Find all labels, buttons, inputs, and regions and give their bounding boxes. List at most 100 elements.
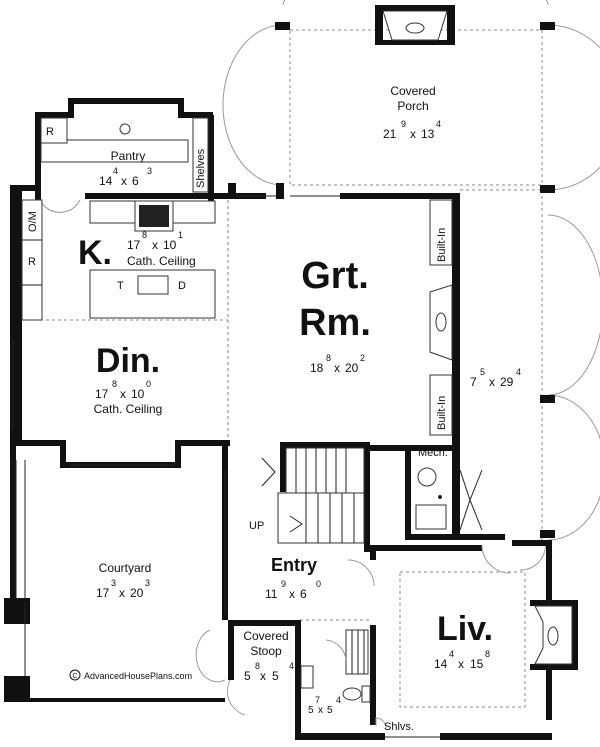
covered-porch-label: Covered Porch 21 9 x 13 4 bbox=[383, 84, 441, 141]
svg-text:5: 5 bbox=[327, 705, 333, 716]
svg-text:x: x bbox=[318, 705, 323, 716]
svg-text:17: 17 bbox=[96, 586, 110, 600]
courtyard-label: Courtyard 17 3 x 20 3 bbox=[96, 561, 151, 600]
svg-text:Covered: Covered bbox=[243, 629, 288, 643]
svg-text:29: 29 bbox=[500, 375, 514, 389]
svg-text:0: 0 bbox=[146, 379, 151, 389]
svg-text:8: 8 bbox=[485, 649, 490, 659]
svg-text:x: x bbox=[334, 361, 340, 375]
svg-text:8: 8 bbox=[255, 661, 260, 671]
svg-text:8: 8 bbox=[142, 230, 147, 240]
svg-text:17: 17 bbox=[127, 238, 141, 252]
oven-micro-label: O/M bbox=[27, 211, 39, 232]
svg-text:x: x bbox=[120, 387, 126, 401]
svg-text:4: 4 bbox=[289, 661, 294, 671]
svg-text:Din.: Din. bbox=[96, 342, 160, 380]
svg-text:x: x bbox=[119, 586, 125, 600]
svg-text:7: 7 bbox=[315, 695, 320, 705]
covered-stoop-label: Covered Stoop 8 5 x 5 4 bbox=[243, 629, 294, 683]
shelves-label: Shelves bbox=[195, 148, 207, 188]
svg-text:Porch: Porch bbox=[397, 99, 428, 113]
up-label: UP bbox=[249, 520, 264, 532]
svg-text:5: 5 bbox=[480, 367, 485, 377]
copyright-watermark: C AdvancedHousePlans.com bbox=[69, 669, 192, 681]
svg-text:8: 8 bbox=[326, 353, 331, 363]
svg-text:x: x bbox=[489, 375, 495, 389]
svg-text:x: x bbox=[458, 657, 464, 671]
refrigerator-label: R bbox=[28, 256, 36, 268]
svg-text:C: C bbox=[72, 673, 77, 680]
svg-text:20: 20 bbox=[130, 586, 144, 600]
covered-porch-dim-w: 21 bbox=[383, 127, 397, 141]
svg-text:3: 3 bbox=[147, 166, 152, 176]
svg-text:x: x bbox=[410, 127, 416, 141]
svg-text:14: 14 bbox=[99, 174, 113, 188]
svg-text:7: 7 bbox=[470, 375, 477, 389]
porch-columns-arcs bbox=[37, 0, 600, 716]
svg-text:Courtyard: Courtyard bbox=[99, 561, 152, 575]
living-label: Liv. 14 4 x 15 8 bbox=[434, 610, 493, 671]
svg-text:4: 4 bbox=[436, 119, 441, 129]
stairs bbox=[261, 447, 365, 544]
svg-text:4: 4 bbox=[113, 166, 118, 176]
svg-text:1: 1 bbox=[178, 230, 183, 240]
svg-text:x: x bbox=[289, 587, 295, 601]
mech-label: Mech. bbox=[418, 447, 448, 459]
svg-text:K.: K. bbox=[78, 234, 112, 272]
svg-text:4: 4 bbox=[516, 367, 521, 377]
side-porch-label: 7 5 x 29 4 bbox=[470, 367, 521, 389]
svg-text:Covered: Covered bbox=[390, 84, 435, 98]
svg-text:x: x bbox=[260, 669, 266, 683]
svg-text:x: x bbox=[152, 238, 158, 252]
shlvs-label: Shlvs. bbox=[384, 721, 414, 733]
svg-text:11: 11 bbox=[265, 587, 278, 601]
fixtures bbox=[12, 10, 573, 738]
svg-text:5: 5 bbox=[308, 705, 314, 716]
svg-text:2: 2 bbox=[360, 353, 365, 363]
great-room-label: Grt. Rm. 18 8 x 20 2 bbox=[299, 255, 371, 375]
covered-porch-dim-d: 13 bbox=[421, 127, 435, 141]
svg-text:Cath. Ceiling: Cath. Ceiling bbox=[127, 254, 196, 268]
svg-text:8: 8 bbox=[112, 379, 117, 389]
svg-text:10: 10 bbox=[163, 238, 177, 252]
svg-text:10: 10 bbox=[131, 387, 145, 401]
svg-text:9: 9 bbox=[281, 579, 286, 589]
svg-text:9: 9 bbox=[401, 119, 406, 129]
svg-text:3: 3 bbox=[111, 578, 116, 588]
svg-text:Rm.: Rm. bbox=[299, 302, 371, 344]
dishwasher-label: D bbox=[178, 280, 186, 292]
pantry-label: Pantry 14 4 x 6 3 bbox=[99, 149, 152, 188]
svg-text:Grt.: Grt. bbox=[301, 255, 369, 297]
svg-text:18: 18 bbox=[310, 361, 324, 375]
svg-text:5: 5 bbox=[272, 669, 279, 683]
svg-text:0: 0 bbox=[316, 579, 321, 589]
room-labels: Covered Porch 21 9 x 13 4 Pantry 14 4 x … bbox=[27, 84, 521, 733]
built-in-bottom-label: Built-In bbox=[436, 396, 448, 430]
built-in-top-label: Built-In bbox=[436, 228, 448, 262]
svg-text:15: 15 bbox=[470, 657, 484, 671]
svg-text:4: 4 bbox=[336, 695, 341, 705]
svg-text:17: 17 bbox=[95, 387, 109, 401]
svg-text:Pantry: Pantry bbox=[111, 149, 146, 163]
svg-text:6: 6 bbox=[132, 174, 139, 188]
svg-text:14: 14 bbox=[434, 657, 448, 671]
svg-text:Liv.: Liv. bbox=[437, 610, 493, 648]
dining-label: Din. 8 17 x 10 0 Cath. Ceiling bbox=[94, 342, 163, 416]
svg-text:Entry: Entry bbox=[271, 555, 317, 575]
trash-label: T bbox=[117, 280, 124, 292]
svg-text:Cath. Ceiling: Cath. Ceiling bbox=[94, 402, 163, 416]
svg-text:AdvancedHousePlans.com: AdvancedHousePlans.com bbox=[84, 671, 192, 681]
svg-text:4: 4 bbox=[449, 649, 454, 659]
svg-text:Stoop: Stoop bbox=[250, 644, 282, 658]
pantry-refrigerator-label: R bbox=[46, 126, 54, 138]
svg-text:3: 3 bbox=[145, 578, 150, 588]
kitchen-label: K. 8 17 x 10 1 Cath. Ceiling bbox=[78, 230, 196, 272]
entry-label: Entry 11 9 x 6 0 bbox=[265, 555, 321, 601]
svg-text:6: 6 bbox=[300, 587, 307, 601]
svg-text:20: 20 bbox=[345, 361, 359, 375]
svg-text:x: x bbox=[121, 174, 127, 188]
svg-text:5: 5 bbox=[244, 669, 251, 683]
powder-label: 7 5 x 5 4 bbox=[308, 695, 341, 716]
